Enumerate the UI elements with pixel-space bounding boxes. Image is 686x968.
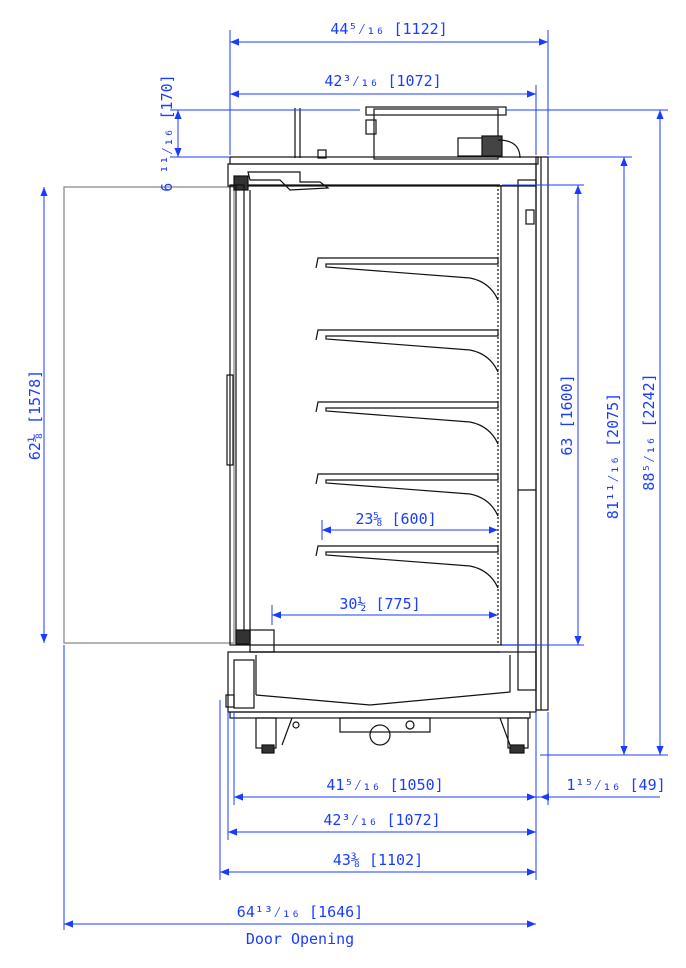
door-frame-left <box>229 184 245 646</box>
label-base-width: 41⁵⁄₁₆ [1050] <box>326 776 443 794</box>
cabinet-drawing <box>63 106 549 754</box>
label-width-bottom-2: 43⅜ [1102] <box>333 851 423 869</box>
label-door-opening: Door Opening <box>246 930 354 948</box>
label-base-offset: 1¹⁵⁄₁₆ [49] <box>566 776 665 794</box>
door-outline <box>63 186 235 644</box>
top-unit-box <box>373 108 499 160</box>
label-door-height: 62⅛ [1578] <box>26 370 44 460</box>
shelf <box>315 257 499 301</box>
label-interior-height: 63 [1600] <box>558 374 576 455</box>
shelf <box>315 401 499 445</box>
shelf <box>315 329 499 373</box>
shelf <box>315 473 499 517</box>
label-total-height: 88⁵⁄₁₆ [2242] <box>640 373 658 490</box>
label-interior-depth: 30½ [775] <box>339 595 420 613</box>
shelf <box>315 545 499 589</box>
label-top-unit-height: 6 ¹¹⁄₁₆ [170] <box>158 74 176 191</box>
right-side-panel <box>535 156 549 711</box>
label-width-bottom-1: 42³⁄₁₆ [1072] <box>323 811 440 829</box>
label-door-opening-width: 64¹³⁄₁₆ [1646] <box>237 903 363 921</box>
shelves-group <box>315 257 499 589</box>
label-cabinet-height: 81¹¹⁄₁₆ [2075] <box>604 393 622 519</box>
label-overall-width-top: 44⁵⁄₁₆ [1122] <box>330 20 447 38</box>
label-width-top-2: 42³⁄₁₆ [1072] <box>324 72 441 90</box>
label-shelf-depth: 23⅝ [600] <box>355 510 436 528</box>
base-section <box>227 651 537 713</box>
dimension-lines <box>40 30 668 930</box>
